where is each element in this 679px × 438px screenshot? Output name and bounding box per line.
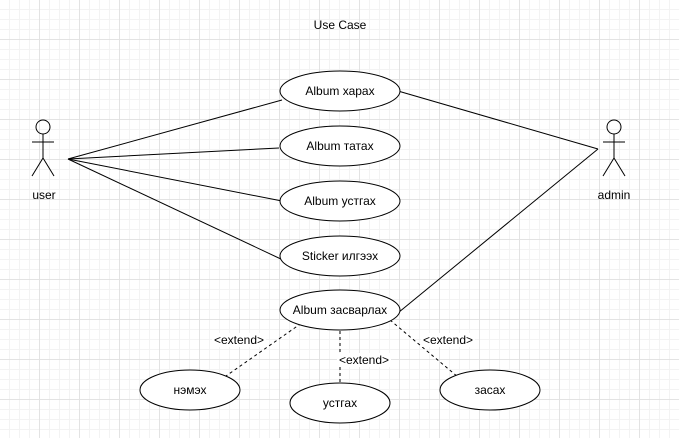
actor-admin-label: admin [598, 188, 631, 202]
extend-line-fix[interactable] [389, 319, 459, 378]
stick-figure-icon [31, 119, 55, 177]
actor-user[interactable]: user [31, 119, 56, 202]
assoc-admin-edit[interactable] [392, 148, 599, 318]
use-case-remove[interactable]: устгах [289, 382, 391, 424]
stick-figure-icon [602, 119, 626, 177]
assoc-user-delete[interactable] [67, 158, 283, 202]
extend-label-fix: <extend> [421, 333, 475, 347]
extend-relations [225, 319, 459, 383]
use-case-remove-label: устгах [323, 396, 357, 410]
extend-label-remove: <extend> [337, 353, 391, 367]
use-case-download[interactable]: Album татах [279, 125, 401, 167]
diagram-title: Use Case [314, 18, 367, 32]
extend-line-add[interactable] [225, 319, 307, 377]
use-case-add-label: нэмэх [174, 383, 207, 397]
assoc-user-download[interactable] [67, 147, 280, 160]
assoc-user-sticker[interactable] [67, 158, 284, 261]
extend-label-add: <extend> [212, 333, 266, 347]
use-case-add[interactable]: нэмэх [139, 369, 241, 411]
extend-label-remove-text: <extend> [339, 353, 389, 367]
use-case-edit[interactable]: Album засварлах [279, 289, 401, 331]
actor-user-label: user [32, 188, 55, 202]
use-case-edit-label: Album засварлах [293, 303, 387, 317]
use-case-sticker[interactable]: Sticker илгээх [279, 235, 401, 277]
use-case-fix-label: засах [475, 383, 506, 397]
use-case-fix[interactable]: засах [439, 369, 541, 411]
actor-admin[interactable]: admin [598, 119, 631, 202]
assoc-admin-view[interactable] [397, 90, 599, 150]
use-case-delete-label: Album устгах [304, 194, 376, 208]
assoc-user-view[interactable] [67, 99, 283, 160]
use-case-sticker-label: Sticker илгээх [302, 249, 378, 263]
extend-label-add-text: <extend> [214, 333, 264, 347]
extend-label-fix-text: <extend> [423, 333, 473, 347]
use-case-download-label: Album татах [306, 139, 373, 153]
associations [67, 90, 599, 318]
use-case-view[interactable]: Album харах [279, 70, 401, 112]
use-case-view-label: Album харах [305, 84, 374, 98]
use-case-delete[interactable]: Album устгах [279, 180, 401, 222]
